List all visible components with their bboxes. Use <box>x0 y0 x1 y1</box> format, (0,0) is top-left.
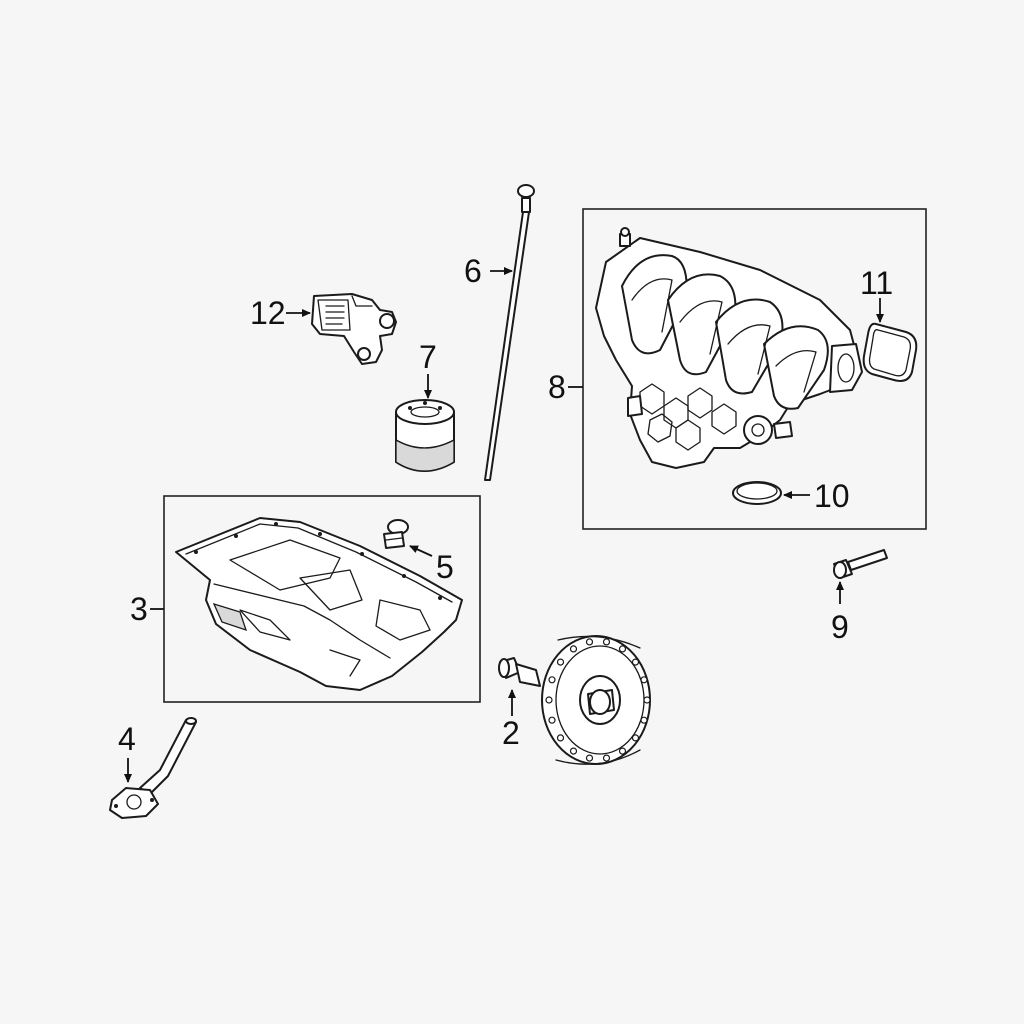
part-4-oil-pickup-tube[interactable] <box>110 718 196 818</box>
part-7-oil-filter[interactable] <box>396 400 454 471</box>
oil-pan-group-frame <box>163 495 481 703</box>
callout-8: 8 <box>548 369 566 405</box>
part-10-o-ring[interactable] <box>733 482 781 504</box>
pulley-hole <box>618 747 627 755</box>
part-8-intake-manifold[interactable] <box>596 228 862 468</box>
callout-10: 10 <box>814 478 850 514</box>
part-9-bolt[interactable] <box>834 550 887 578</box>
pulley-hole <box>640 676 648 684</box>
callout-6: 6 <box>464 253 482 289</box>
callout-5: 5 <box>436 549 454 585</box>
part-12-sensor[interactable] <box>312 294 396 364</box>
pulley-hole <box>556 658 565 666</box>
intake-manifold-group-frame <box>582 208 927 530</box>
pulley-hole <box>631 734 640 742</box>
part-3-oil-pan[interactable] <box>176 518 462 690</box>
callout-9: 9 <box>831 609 849 645</box>
callout-labels: 12 7 6 8 11 10 9 3 5 4 2 <box>118 253 893 757</box>
pulley-hole <box>548 676 556 684</box>
pulley-hole <box>602 754 611 762</box>
pulley-hole <box>545 696 553 704</box>
callout-7: 7 <box>419 339 437 375</box>
pulley-hole <box>548 716 556 724</box>
crankshaft-pulley[interactable] <box>542 636 650 764</box>
leader-lines <box>124 267 884 783</box>
pulley-hole <box>569 645 578 653</box>
callout-11: 11 <box>860 265 893 301</box>
pulley-holes <box>545 638 651 762</box>
pulley-hole <box>602 638 611 646</box>
part-6-dipstick[interactable] <box>485 185 534 480</box>
pulley-hole <box>585 754 594 762</box>
pulley-hole <box>569 747 578 755</box>
pulley-hole <box>643 696 651 704</box>
callout-12: 12 <box>250 295 286 331</box>
pulley-hole <box>640 716 648 724</box>
part-2-crank-bolt[interactable] <box>499 658 540 686</box>
callout-4: 4 <box>118 721 136 757</box>
callout-2: 2 <box>502 715 520 751</box>
pulley-hole <box>585 638 594 646</box>
part-11-gasket[interactable] <box>864 324 917 381</box>
part-5-drain-plug[interactable] <box>384 520 408 548</box>
pulley-hole <box>631 658 640 666</box>
pulley-hole <box>556 734 565 742</box>
callout-3: 3 <box>130 591 148 627</box>
pulley-hole <box>618 645 627 653</box>
